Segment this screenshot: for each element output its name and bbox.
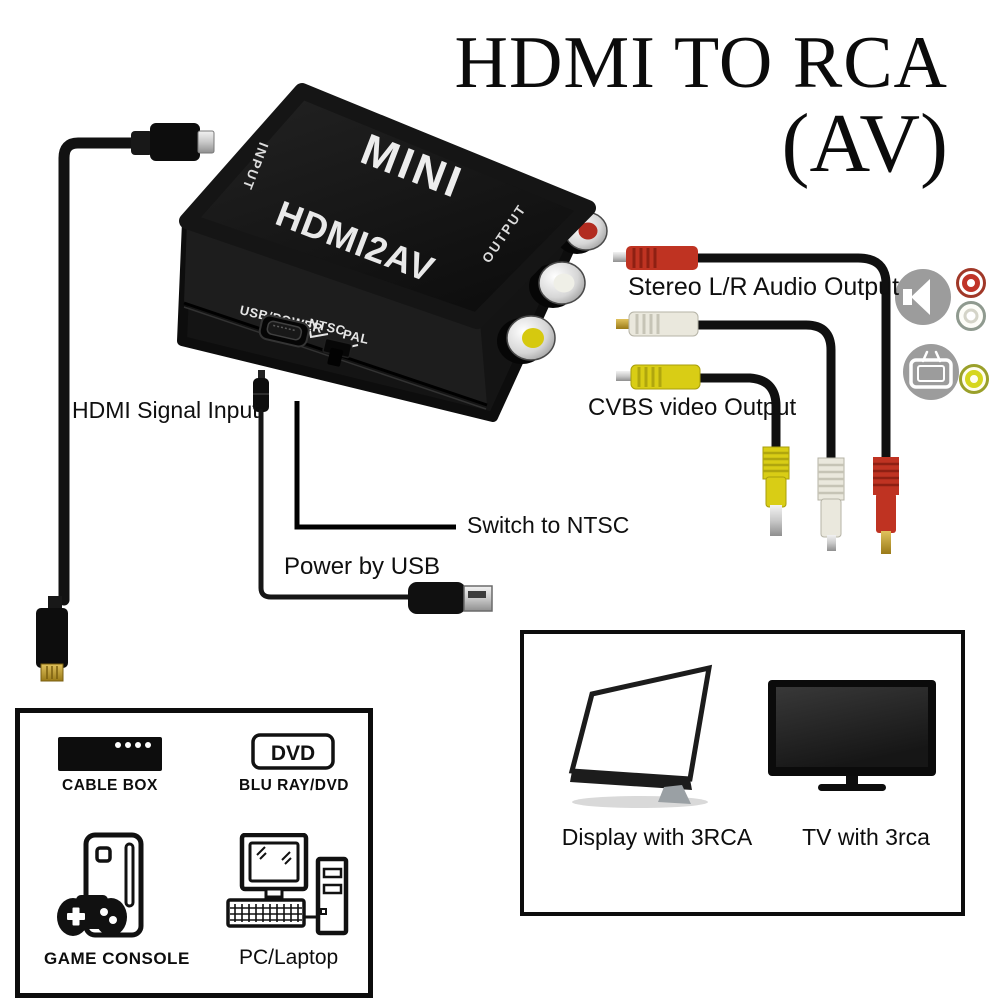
game-console-label: GAME CONSOLE [44, 949, 190, 968]
hdmi-plug-tip [197, 130, 215, 154]
hdmi-signal-input-label: HDMI Signal Input [72, 397, 259, 423]
cvbs-video-output-label: CVBS video Output [588, 394, 797, 421]
hdmi-input-cable [36, 123, 215, 682]
hdmi-plug-body [150, 123, 200, 161]
stereo-audio-output-label: Stereo L/R Audio Output [628, 273, 900, 301]
switch-to-ntsc-label: Switch to NTSC [467, 512, 630, 538]
source-devices-box: CABLE BOX DVD BLU RAY/DVD GAME CONSOLE [15, 708, 373, 998]
dvd-logo-text: DVD [271, 742, 315, 765]
device-top-face [179, 83, 596, 329]
rca-red-plug-end [873, 457, 899, 495]
usb-power-cable [253, 370, 493, 614]
device-front-face [184, 222, 487, 405]
rca-yellow-plug-pin [616, 371, 633, 381]
ntsc-pal-switch [322, 337, 353, 367]
desktop-pc-icon [226, 833, 349, 936]
monitor-icon [568, 664, 713, 808]
rca-red-plug-pin [613, 252, 628, 262]
cable-box-label: CABLE BOX [62, 777, 158, 794]
rca-white-plug [628, 311, 699, 337]
power-by-usb-label: Power by USB [284, 553, 441, 580]
blu-ray-dvd-label: BLU RAY/DVD [239, 777, 349, 794]
device-pal-text: PAL [341, 326, 370, 347]
rca-output-cables [613, 246, 899, 554]
output-displays-box: Display with 3RCA TV with 3rca [520, 630, 965, 916]
display-3rca-label: Display with 3RCA [561, 824, 753, 850]
power-cable-wire [258, 409, 413, 600]
rca-white-plug-pin [616, 319, 631, 329]
hdmi-cable-wire [58, 137, 156, 606]
title-line-2: (AV) [781, 97, 948, 190]
page-title: HDMI TO RCA (AV) [455, 26, 948, 186]
hdmi-plug-neck [131, 131, 153, 155]
power-plug-tip [258, 370, 265, 380]
cable-box-icon [58, 737, 162, 771]
dvd-player-icon: DVD [251, 733, 335, 770]
usb-plug-body [408, 582, 466, 614]
game-console-icon [57, 832, 144, 938]
flatscreen-tv-icon [768, 680, 936, 791]
usb-plug-shell [463, 585, 493, 612]
tv-3rca-label: TV with 3rca [802, 824, 930, 850]
title-line-1: HDMI TO RCA [454, 22, 948, 104]
mini-usb-port [258, 314, 310, 348]
rca-red-plug [626, 246, 698, 270]
converter-device: MINI HDMI2AV INPUT OUTPUT USB/POWER NTSC… [177, 83, 608, 422]
hdmi-plug2-body [36, 608, 68, 668]
rca-yellow-plug [630, 364, 701, 390]
audio-legend [895, 268, 986, 331]
pc-laptop-label: PC/Laptop [239, 946, 339, 969]
video-legend [903, 344, 989, 400]
switch-callout-line [294, 401, 456, 530]
